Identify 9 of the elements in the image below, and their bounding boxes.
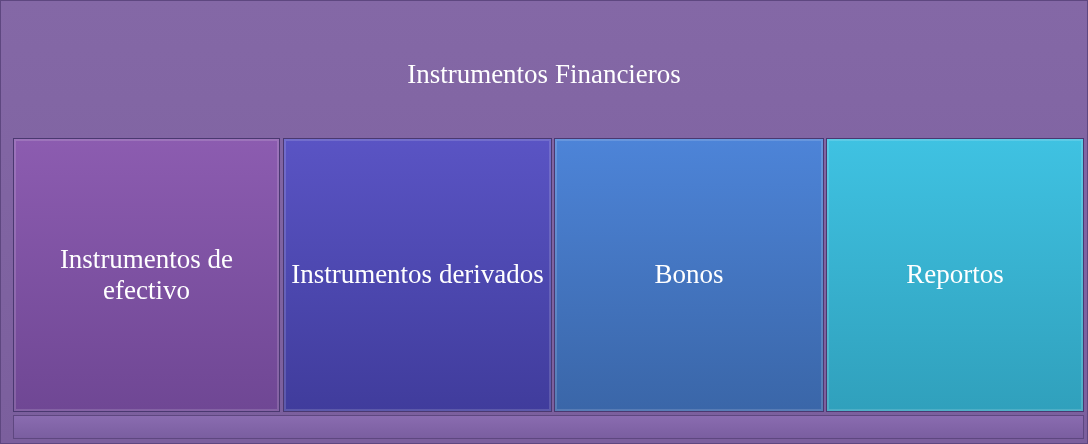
category-label: Bonos [653, 259, 725, 291]
category-box [826, 138, 1084, 412]
category-box [13, 138, 280, 412]
category-label: Instrumentos de efectivo [58, 243, 235, 307]
category-label: Reportos [905, 259, 1005, 291]
category-box [554, 138, 824, 412]
category-box [283, 138, 552, 412]
category-label: Instrumentos derivados [290, 259, 545, 291]
heading: Instrumentos Financieros [406, 59, 682, 91]
